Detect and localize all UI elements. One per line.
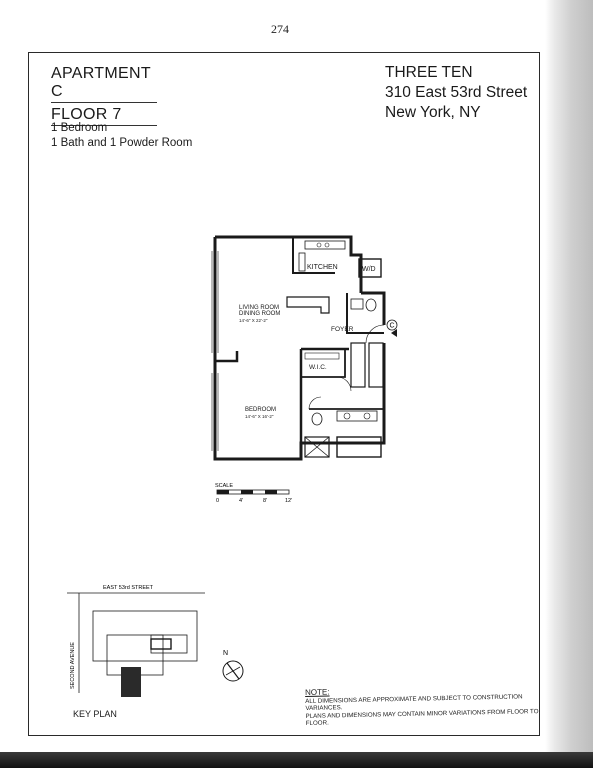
scale-tick-0: 0 [216,498,219,504]
dimensions-note: NOTE: ALL DIMENSIONS ARE APPROXIMATE AND… [305,684,540,728]
floorplan-sheet: APARTMENT C FLOOR 7 1 Bedroom 1 Bath and… [28,52,540,736]
dining-room-label: DINING ROOM [239,311,280,317]
key-plan: EAST 53rd STREET SECOND AVENUE [67,585,205,697]
scale-label: SCALE [215,483,233,489]
foyer-label: FOYER [331,326,354,333]
page-number: 274 [271,22,289,36]
scale-bar: SCALE 0 4' 8' 12' [215,483,292,504]
living-dimensions: 14'-6" X 22'-2" [239,318,268,323]
north-compass: N [222,650,244,682]
scale-tick-4: 4' [239,498,243,504]
building-info: THREE TEN 310 East 53rd Street New York,… [385,63,527,123]
apartment-title: APARTMENT C FLOOR 7 [51,65,157,126]
wic-label: W.I.C. [309,364,327,371]
bath-count: 1 Bath and 1 Powder Room [51,137,193,149]
unit-marker: C [390,323,395,330]
north-label: N [223,650,228,657]
building-name: THREE TEN [385,64,473,81]
building-address: 310 East 53rd Street [385,84,528,101]
scale-tick-12: 12' [285,498,292,504]
scale-tick-8: 8' [263,498,267,504]
floor-plan: KITCHEN W/D LIVING ROOM DINING ROOM 14'-… [211,235,398,461]
page-bottom-edge [0,752,593,768]
building-city: New York, NY [385,104,481,121]
key-plan-label: KEY PLAN [73,709,117,719]
apartment-floor: FLOOR 7 [51,106,157,126]
book-gutter [545,0,593,768]
street-label: EAST 53rd STREET [103,585,154,591]
bedroom-dimensions: 14'-6" X 16'-2" [245,414,274,419]
kitchen-label: KITCHEN [307,264,338,271]
apartment-name: APARTMENT C [51,65,157,103]
apartment-description: 1 Bedroom 1 Bath and 1 Powder Room [51,121,192,151]
bedroom-count: 1 Bedroom [51,122,108,134]
bedroom-label: BEDROOM [245,407,276,413]
living-room-label: LIVING ROOM [239,305,279,311]
wd-label: W/D [362,266,376,273]
avenue-label: SECOND AVENUE [70,642,76,689]
